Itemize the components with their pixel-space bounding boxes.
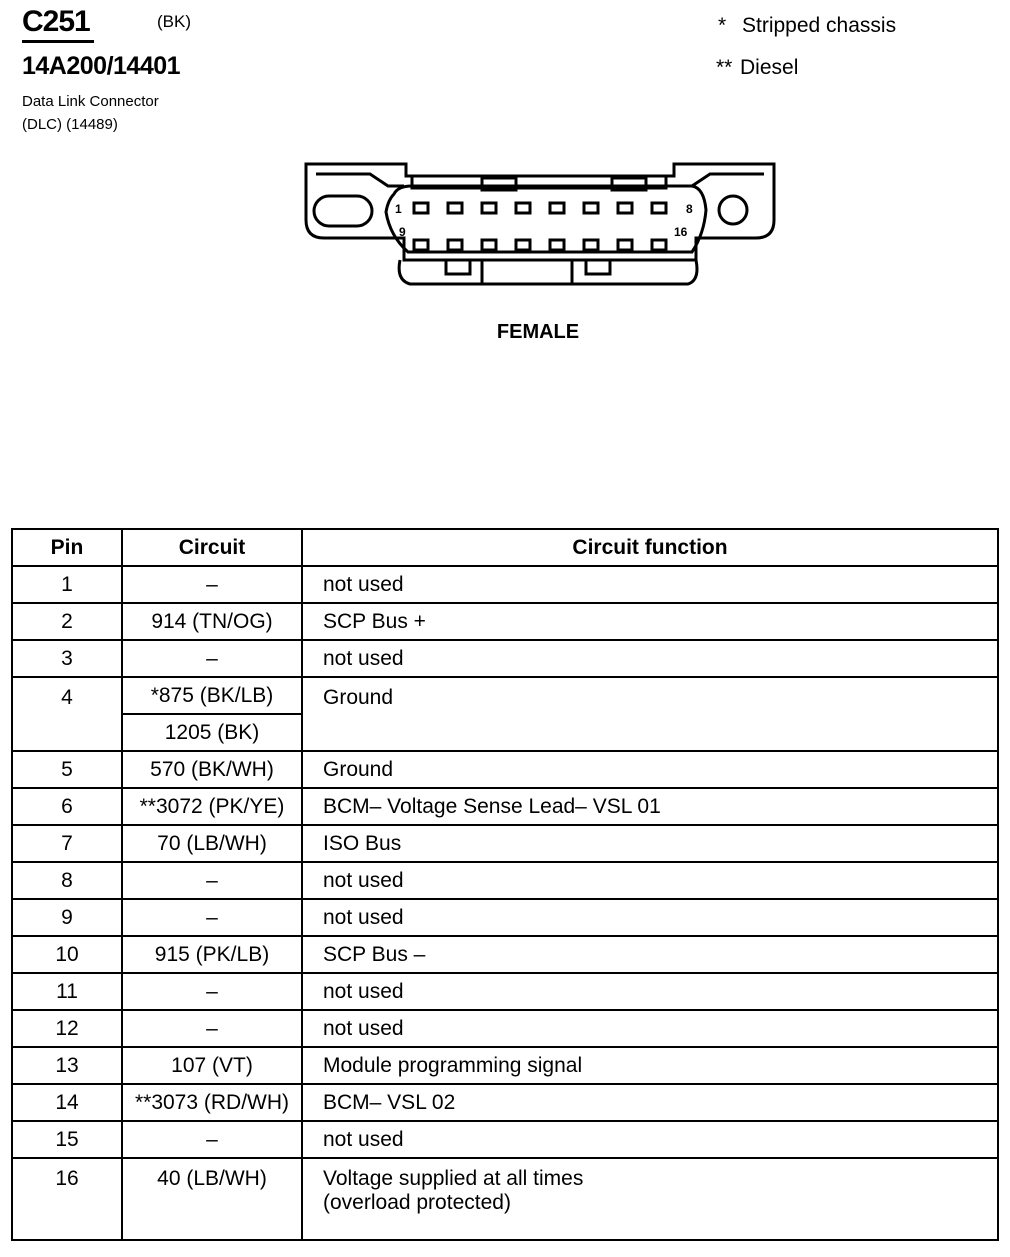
column-header-circuit: Circuit bbox=[121, 528, 303, 567]
pin-table: Pin Circuit Circuit function 1 – not use… bbox=[11, 528, 999, 1241]
circuit-cell: **3072 (PK/YE) bbox=[121, 787, 303, 826]
function-cell: not used bbox=[301, 861, 999, 900]
function-cell: Ground bbox=[301, 676, 999, 752]
circuit-cell: 70 (LB/WH) bbox=[121, 824, 303, 863]
table-row: 1 – not used bbox=[11, 565, 999, 604]
circuit-cell: *875 (BK/LB) bbox=[121, 676, 303, 715]
pin-label-1: 1 bbox=[395, 202, 402, 216]
pin-label-8: 8 bbox=[686, 202, 693, 216]
part-numbers: 14A200/14401 bbox=[22, 52, 181, 80]
connector-description: Data Link Connector bbox=[22, 93, 159, 110]
circuit-cell: – bbox=[121, 898, 303, 937]
pin-cell: 11 bbox=[11, 972, 123, 1011]
pin-cell: 13 bbox=[11, 1046, 123, 1085]
table-row-continuation: 1205 (BK) bbox=[12, 713, 998, 752]
pin-label-9: 9 bbox=[399, 225, 406, 239]
function-cell: SCP Bus – bbox=[301, 935, 999, 974]
circuit-cell: 40 (LB/WH) bbox=[121, 1157, 303, 1241]
pin-cell: 5 bbox=[11, 750, 123, 789]
function-cell: not used bbox=[301, 972, 999, 1011]
circuit-cell: 570 (BK/WH) bbox=[121, 750, 303, 789]
note-text: Diesel bbox=[740, 56, 799, 79]
circuit-cell: 915 (PK/LB) bbox=[121, 935, 303, 974]
table-header-row: Pin Circuit Circuit function bbox=[11, 528, 999, 567]
pin-label-16: 16 bbox=[674, 225, 688, 239]
column-header-function: Circuit function bbox=[301, 528, 999, 567]
function-cell: Module programming signal bbox=[301, 1046, 999, 1085]
note-stripped-chassis: * Stripped chassis bbox=[718, 14, 896, 38]
function-text: Voltage supplied at all times bbox=[323, 1167, 584, 1190]
pin-cell: 7 bbox=[11, 824, 123, 863]
function-cell: ISO Bus bbox=[301, 824, 999, 863]
table-row: 10 915 (PK/LB) SCP Bus – bbox=[11, 935, 999, 974]
table-row: 11 – not used bbox=[11, 972, 999, 1011]
circuit-cell: 107 (VT) bbox=[121, 1046, 303, 1085]
function-cell: SCP Bus + bbox=[301, 602, 999, 641]
pin-cell: 14 bbox=[11, 1083, 123, 1122]
function-cell: not used bbox=[301, 565, 999, 604]
circuit-cell: – bbox=[121, 1120, 303, 1159]
function-cell: not used bbox=[301, 1120, 999, 1159]
circuit-cell: 914 (TN/OG) bbox=[121, 602, 303, 641]
note-text: Stripped chassis bbox=[742, 14, 897, 37]
pin-cell: 4 bbox=[11, 676, 123, 752]
note-mark: ** bbox=[716, 56, 733, 79]
pin-cell: 16 bbox=[11, 1157, 123, 1241]
table-row: 3 – not used bbox=[11, 639, 999, 678]
table-row: 6 **3072 (PK/YE) BCM– Voltage Sense Lead… bbox=[11, 787, 999, 826]
table-row: 13 107 (VT) Module programming signal bbox=[11, 1046, 999, 1085]
connector-id: C251 bbox=[22, 4, 94, 43]
pin-cell: 3 bbox=[11, 639, 123, 678]
connector-face-diagram: 1 8 9 16 bbox=[304, 162, 776, 286]
connector-color: (BK) bbox=[157, 12, 191, 31]
table-row: 7 70 (LB/WH) ISO Bus bbox=[11, 824, 999, 863]
connector-gender-label: FEMALE bbox=[496, 321, 580, 343]
table-row: 9 – not used bbox=[11, 898, 999, 937]
table-row: 5 570 (BK/WH) Ground bbox=[11, 750, 999, 789]
circuit-cell: – bbox=[121, 639, 303, 678]
pin-cell: 15 bbox=[11, 1120, 123, 1159]
function-cell: Voltage supplied at all times (overload … bbox=[301, 1157, 999, 1241]
circuit-cell: – bbox=[121, 972, 303, 1011]
circuit-cell: – bbox=[121, 1009, 303, 1048]
circuit-cell: – bbox=[121, 565, 303, 604]
function-cell: not used bbox=[301, 898, 999, 937]
circuit-cell: 1205 (BK) bbox=[121, 713, 303, 752]
column-header-pin: Pin bbox=[11, 528, 123, 567]
pin-cell: 6 bbox=[11, 787, 123, 826]
table-row: 15 – not used bbox=[11, 1120, 999, 1159]
pin-cell: 8 bbox=[11, 861, 123, 900]
function-cell: not used bbox=[301, 639, 999, 678]
circuit-cell: **3073 (RD/WH) bbox=[121, 1083, 303, 1122]
table-row: 2 914 (TN/OG) SCP Bus + bbox=[11, 602, 999, 641]
pin-cell: 9 bbox=[11, 898, 123, 937]
table-row: 4 *875 (BK/LB) Ground bbox=[11, 676, 999, 752]
note-diesel: ** Diesel bbox=[716, 56, 798, 80]
connector-description-code: (DLC) (14489) bbox=[22, 116, 118, 133]
table-row: 8 – not used bbox=[11, 861, 999, 900]
pin-cell: 2 bbox=[11, 602, 123, 641]
pin-cell: 12 bbox=[11, 1009, 123, 1048]
function-cell: BCM– Voltage Sense Lead– VSL 01 bbox=[301, 787, 999, 826]
function-text-note: (overload protected) bbox=[323, 1191, 511, 1214]
function-cell: Ground bbox=[301, 750, 999, 789]
pin-cell: 10 bbox=[11, 935, 123, 974]
function-cell: not used bbox=[301, 1009, 999, 1048]
table-row: 14 **3073 (RD/WH) BCM– VSL 02 bbox=[11, 1083, 999, 1122]
table-row: 12 – not used bbox=[11, 1009, 999, 1048]
note-mark: * bbox=[718, 14, 727, 37]
circuit-cell: – bbox=[121, 861, 303, 900]
table-row: 16 40 (LB/WH) Voltage supplied at all ti… bbox=[11, 1157, 999, 1241]
pin-cell: 1 bbox=[11, 565, 123, 604]
function-cell: BCM– VSL 02 bbox=[301, 1083, 999, 1122]
